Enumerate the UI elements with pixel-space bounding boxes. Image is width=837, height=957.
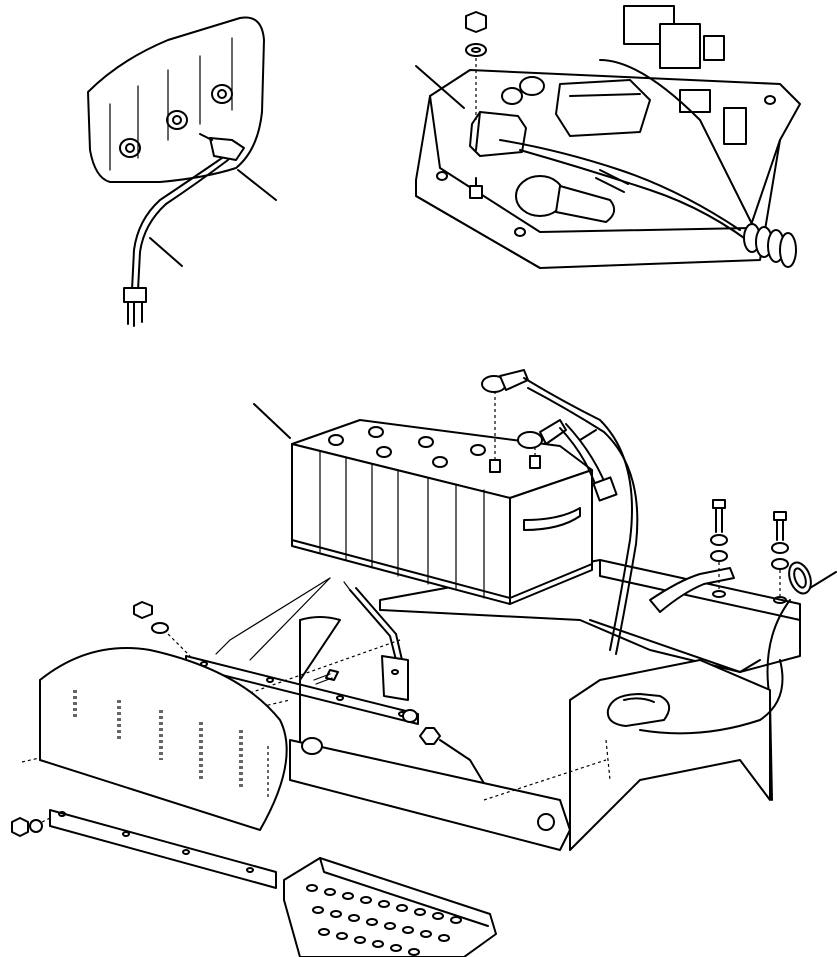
battery-cover (39, 647, 288, 831)
connector-plug (123, 287, 147, 303)
grating-holes (306, 884, 462, 956)
battery-terminal-positive (529, 455, 541, 469)
battery-cell-caps (328, 426, 486, 468)
ground-strap (649, 567, 735, 613)
sensor-detail-view (87, 16, 277, 327)
transformer-block (555, 79, 651, 137)
temperature-sensor (209, 137, 245, 161)
connector-block-2 (659, 23, 701, 69)
battery-handle (523, 507, 581, 531)
capacitor-2 (501, 87, 523, 105)
callout-leader-grommet (809, 571, 837, 589)
hold-down-bolt-1 (710, 499, 728, 598)
battery-assembly-view (11, 369, 837, 957)
callout-leader-3 (415, 65, 465, 109)
mounting-screw (313, 669, 339, 685)
relay-unit (469, 111, 527, 157)
hold-down-bolt-2 (771, 511, 789, 604)
lower-frame-bracket (289, 739, 571, 851)
hold-down-nut-left (133, 601, 191, 657)
sensor-wire (131, 157, 223, 291)
relay-mount-bolt (465, 11, 487, 199)
battery-side-face (509, 469, 593, 605)
corrugated-conduit (743, 223, 797, 268)
lower-clamp-bar (49, 809, 277, 889)
control-box-detail-view (415, 5, 801, 269)
wire-harness (499, 59, 761, 251)
capacitor-1 (519, 76, 545, 96)
terminal-block (679, 89, 711, 113)
hold-down-nut-right (402, 709, 489, 801)
bracket-hole-2 (166, 110, 188, 130)
lower-clamp-nuts (11, 817, 51, 837)
bracket-hole-1 (119, 138, 141, 158)
callout-leader-battery (253, 403, 291, 439)
side-connector (723, 107, 747, 145)
battery-terminal-negative (489, 459, 501, 473)
battery-cable-negative (481, 369, 639, 655)
callout-leader-1 (237, 169, 277, 201)
cable-grommet (788, 561, 812, 595)
hold-down-rod (343, 581, 409, 701)
side-frame-panel (569, 659, 771, 851)
callout-leader-2 (149, 237, 183, 267)
bracket-hole-3 (211, 84, 233, 104)
step-grating (283, 857, 497, 957)
battery-cable-positive (517, 419, 618, 502)
